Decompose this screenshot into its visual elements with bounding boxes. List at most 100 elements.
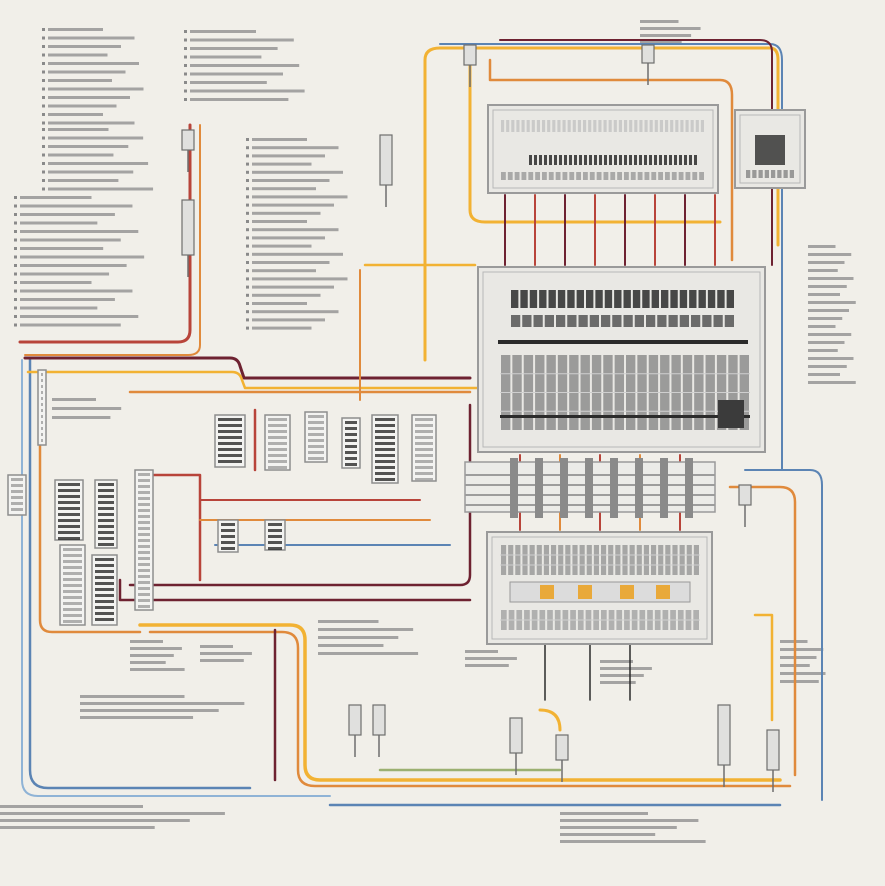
note-line — [808, 381, 856, 384]
fuse-block-5-rib — [95, 612, 114, 615]
wire-bus-yellow — [26, 370, 482, 390]
sensor-probe-6-housing — [766, 729, 780, 771]
wire-yellow-sensor — [538, 708, 562, 732]
cable-connector-top-housing — [379, 134, 393, 186]
panel-top-terminals — [634, 120, 638, 132]
relay-module-5-rib — [375, 418, 395, 421]
relay-module-6-rib — [415, 418, 433, 421]
relay-fuse-amber — [578, 585, 592, 599]
breaker-row-mid — [544, 315, 554, 327]
terminal-strip-left-2-rib — [41, 433, 43, 436]
panel-top-terminals — [501, 120, 505, 132]
note-line — [560, 840, 706, 843]
breaker-row-upper — [614, 290, 622, 308]
fuse-block-1-rib — [58, 483, 80, 486]
fuse-block-3 — [134, 469, 154, 611]
note-line — [20, 315, 139, 318]
note-line — [130, 661, 166, 664]
fuse-block-1-rib — [58, 507, 80, 510]
relay-module-2-rib — [268, 460, 287, 463]
note-line — [252, 310, 339, 314]
sensor-probe-5 — [717, 704, 731, 787]
relay-module-4 — [341, 417, 361, 469]
panel-top-terminals — [608, 120, 612, 132]
relay-module-1-rib — [218, 442, 242, 445]
contactor-module-2 — [264, 519, 286, 551]
relay-lower-row — [515, 545, 521, 575]
note-line — [252, 179, 330, 182]
fuse-block-4-rib — [63, 584, 82, 587]
relay-module-5-rib — [375, 430, 395, 433]
panel-top-switches — [609, 155, 612, 165]
note-line — [20, 213, 115, 216]
note-line — [252, 228, 339, 232]
fuse-block-5 — [91, 554, 118, 626]
breaker-row-upper — [529, 290, 538, 308]
panel-top-terminals — [603, 120, 607, 132]
panel-top-lower-row — [535, 172, 540, 180]
wire-right-orange — [728, 485, 797, 777]
note-line — [252, 211, 321, 215]
note-bullet — [246, 187, 249, 191]
note-line — [252, 146, 339, 150]
relay-module-4-rib — [345, 445, 357, 448]
panel-top-switches — [639, 155, 642, 165]
panel-top-switches — [539, 155, 542, 165]
relay-module-6-rib — [415, 424, 433, 427]
panel-top-lower-row — [514, 172, 520, 180]
relay-module-2-rib — [268, 442, 287, 445]
fuse-block-3-rib — [138, 581, 150, 584]
note-line — [200, 659, 244, 662]
fuse-block-5-rib — [95, 594, 114, 597]
panel-top-switches — [629, 155, 632, 165]
note-bullet — [14, 306, 17, 310]
notes-block-bottom-left-3 — [200, 645, 252, 662]
note-line — [318, 652, 419, 655]
relay-lower-row — [522, 545, 528, 575]
relay-lower-row — [601, 545, 607, 575]
breaker-row-mid — [522, 315, 532, 327]
fuse-block-3-rib — [138, 551, 150, 554]
terminal-box-pins — [783, 170, 788, 178]
fuse-block-3-rib — [138, 605, 150, 608]
note-line — [318, 628, 414, 631]
relay-lower-row — [586, 545, 592, 575]
fuse-block-4-rib — [63, 566, 82, 569]
panel-top-lower-row — [699, 172, 704, 180]
relay-module-6-rib — [415, 436, 433, 439]
relay-module-3-rib — [308, 415, 324, 418]
note-bullet — [184, 30, 187, 33]
fuse-block-3-rib — [138, 545, 150, 548]
contactor-module-1-rib — [221, 541, 235, 544]
note-bullet — [246, 211, 249, 215]
panel-top-terminals — [536, 120, 540, 132]
panel-top-terminals — [618, 120, 622, 132]
note-line — [48, 79, 112, 82]
contactor-module-1 — [217, 519, 239, 553]
fuse-block-2-rib — [98, 537, 114, 540]
relay-lower-row — [593, 545, 599, 575]
relay-fuse-amber — [656, 585, 670, 599]
relay-lower-row — [501, 545, 507, 575]
wire-left-lightblue-loop — [21, 359, 331, 797]
note-bullet — [14, 238, 17, 242]
panel-top-lower-row — [589, 172, 595, 180]
panel-top-terminals — [511, 120, 515, 132]
relay-module-5 — [371, 414, 399, 484]
breaker-row-upper — [689, 290, 697, 308]
note-bullet — [246, 252, 249, 256]
fuse-block-5-rib — [95, 576, 114, 579]
terminal-strip-left-rib — [11, 490, 23, 493]
note-bullet — [246, 310, 249, 314]
breaker-row-upper — [717, 290, 725, 308]
panel-top-switches — [679, 155, 682, 165]
breaker-row-upper — [642, 290, 650, 308]
busbar-post — [535, 458, 543, 518]
note-line — [252, 154, 325, 158]
panel-top-switches — [614, 155, 617, 165]
notes-block-top-center — [184, 30, 305, 101]
sensor-probe-3-housing — [509, 717, 523, 754]
fuse-block-2-rib — [98, 519, 114, 522]
note-line — [20, 281, 92, 284]
wire-maroon-upper — [499, 39, 773, 266]
